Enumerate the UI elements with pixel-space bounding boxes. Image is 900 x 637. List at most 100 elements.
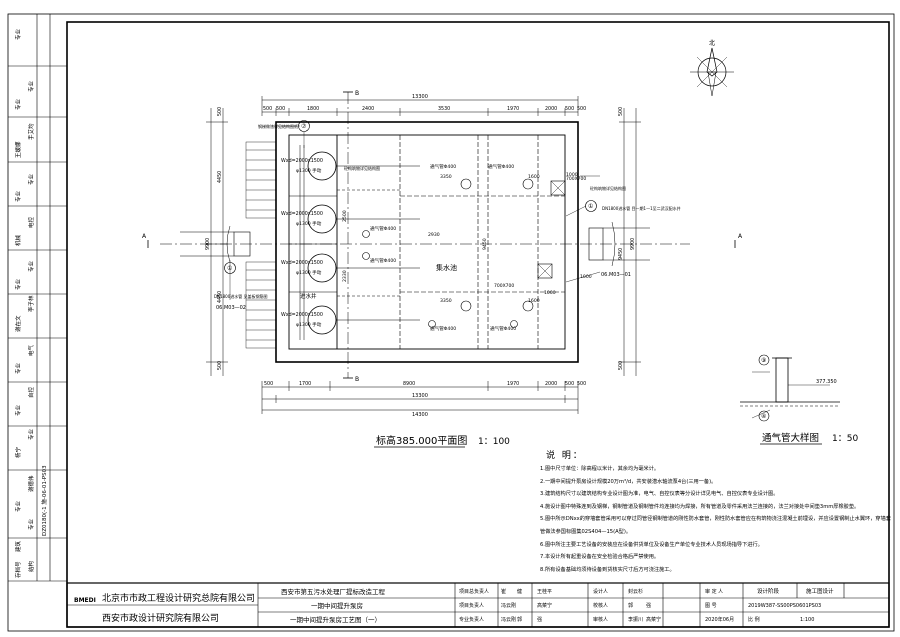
note-item: 2.一期中间提升泵房设计规模20万m³/d，共安装潜水轴流泵4台(三用一备)。 [540, 478, 717, 485]
inner-dim: 9450 [482, 238, 488, 250]
strip-role: 结构 [27, 560, 35, 572]
inner-dim: 1000 [566, 172, 578, 178]
dim-left: 4450 [217, 291, 223, 303]
vent-label: 通气管Φ400 [370, 257, 396, 264]
vent-dim: 3350 [440, 174, 452, 180]
stage-label: 设计阶段 [757, 587, 780, 595]
tb-role: 项目总负责人 [459, 588, 489, 595]
note-item: 7.本设计所有起重设备在安全检验合格后严禁使用。 [540, 554, 660, 561]
dim-bottom-segment: 500 [565, 381, 574, 387]
north-label: 北 [709, 39, 715, 47]
strip-role: 李子林 [27, 295, 35, 312]
vent-label: 通气管Φ400 [490, 325, 516, 332]
notes-struct-1: 砼构筑物详见结构图 [344, 165, 380, 171]
dim-bottom-segment: 1970 [507, 381, 519, 387]
company-1: 北京市市政工程设计研究总院有限公司 [102, 592, 255, 604]
sheet-number: DZ0180(-1 施-06-01-PS03 [40, 465, 48, 536]
strip-role: 建筑 [14, 540, 22, 552]
title-block [66, 582, 890, 628]
ref-right: 06.M03—01 [601, 272, 631, 278]
inner-dim: 1000 [544, 290, 556, 296]
strip-role: 自控 [27, 386, 35, 398]
dim-left: 9900 [205, 238, 211, 250]
tb-check-name: 郭 [628, 602, 633, 609]
strip-role: 专业 [14, 404, 22, 416]
tb-check-role: 审核人 [593, 616, 608, 623]
drawing-name: 一期中间提升泵房工艺图（一） [290, 615, 381, 624]
plan-view [147, 91, 736, 414]
tb-meta-value: 1:100 [800, 617, 814, 623]
strip-role: 专业 [27, 173, 35, 185]
dim-top-outer: 13300 [412, 94, 428, 100]
dim-top-segment: 500 [577, 106, 586, 112]
dim-top-segment: 500 [276, 106, 285, 112]
vent-labels: 通气管Φ400 通气管Φ400 通气管Φ400 通气管Φ400 通气管Φ400 通气管Φ4… [370, 163, 540, 332]
pump-label: Wxd=2000x1500 [281, 260, 323, 266]
strip-role: 机械 [14, 234, 22, 246]
pump-pipe-label: φ1300 手动 [296, 269, 322, 276]
vent-title: 通气管大样图 [762, 432, 819, 444]
notes-list: 1.图中尺寸单位：除高程以米计，其余均为毫米计。 2.一期中间提升泵房设计规模20… [540, 463, 892, 576]
tb-meta-value: 比 例 [748, 616, 760, 623]
sheet-border [7, 13, 895, 632]
strip-role: 专业 [14, 190, 22, 202]
strip-role: 专业 [27, 518, 35, 530]
dim-bottom-segment: 8900 [403, 381, 415, 387]
callout-3: ⑦ [301, 123, 307, 130]
tb-check-role: 设计人 [593, 588, 608, 595]
inner-dim: 2500 [342, 210, 348, 222]
stage-value: 施工图设计 [806, 587, 834, 595]
note-item: 5.图中所示DNxx的穿墙套管采用可以穿过同管径钢制管道的刚性防水套管，刚性防水… [540, 516, 891, 535]
vent-dim: 3350 [440, 298, 452, 304]
pipe-note-right: DN1800进水管 目—期1—1至二武汉配水井 [602, 205, 681, 211]
strip-role: 谢在文 [14, 315, 22, 332]
strip-role: 王媛娜 [14, 141, 22, 158]
dim-top-segment: 1800 [307, 106, 319, 112]
left-strip-labels: 专业专业专业手艾均王媛娜专业专业电控机械专业专业李子林谢在文电气专业自控专业专业… [14, 28, 35, 578]
dim-right: 9900 [630, 238, 636, 250]
inlet-label: 进水井 [300, 292, 317, 300]
tb-check-name: 高菜宁 [646, 616, 661, 623]
hatch-1: 700X700 [566, 176, 586, 182]
tb-role-name: 强 [537, 617, 542, 623]
note-item: 6.图中所注主要工艺设备的安装应在设备供货单位及设备生产单位专业技术人员现场指导… [540, 541, 763, 548]
dim-top-segment: 1970 [507, 106, 519, 112]
note-item: 1.图中尺寸单位：除高程以米计，其余均为毫米计。 [540, 466, 660, 472]
strip-role: 谢德伟 [27, 475, 35, 492]
strip-role: 电气 [27, 344, 35, 356]
plan-title: 标高385.000平面图 [376, 434, 467, 447]
notes: 说 明： 1.图中尺寸单位：除高程以米计，其余均为毫米计。2.一期中间提升泵房设… [540, 449, 892, 576]
tb-meta-value: 2019W387-SS00PS0601PS03 [748, 603, 821, 609]
dim-bottom-segment: 500 [577, 381, 586, 387]
company-2: 西安市政设计研究院有限公司 [102, 612, 219, 624]
vent-label: 通气管Φ400 [430, 163, 456, 170]
tb-meta-key: 2020年06月 [705, 616, 734, 623]
vent-dim: 1600 [528, 298, 540, 304]
vent-label: 通气管Φ400 [370, 225, 396, 232]
tb-meta-key: 图 号 [705, 603, 717, 609]
note-item: 3.建筑结构尺寸以建筑结构专业设计图为准，电气、自控仪表等分设计详见电气、自控仪… [540, 491, 779, 498]
tb-meta-key: 审 定 人 [705, 588, 723, 595]
dim-left: 500 [217, 107, 223, 116]
logo: BMEDI [74, 597, 96, 604]
tb-check-role: 校核人 [593, 602, 608, 609]
subproject-name: 一期中间提升泵房 [311, 601, 363, 610]
section-b-top: B [355, 90, 359, 97]
section-a-left: A [142, 233, 147, 240]
plan-scale: 1：100 [478, 437, 510, 447]
strip-role: 专业 [14, 500, 22, 512]
inner-dim: 2930 [428, 232, 440, 238]
dim-bottom-outer: 14300 [412, 412, 428, 418]
vent-label: 通气管Φ400 [488, 163, 514, 170]
strip-role: 专业 [27, 260, 35, 272]
callout-1: ① [227, 265, 232, 272]
pump-pipe-label: φ1300 手动 [296, 321, 322, 328]
vent-detail-texts: 377.350 ⑨ ④ 通气管大样图 1：50 [760, 357, 858, 445]
vent-label: 通气管Φ400 [430, 325, 456, 332]
dim-left: 500 [217, 361, 223, 370]
tb-check-name: 封云杉 [628, 588, 643, 595]
tb-role-name: 郭 [517, 616, 522, 623]
